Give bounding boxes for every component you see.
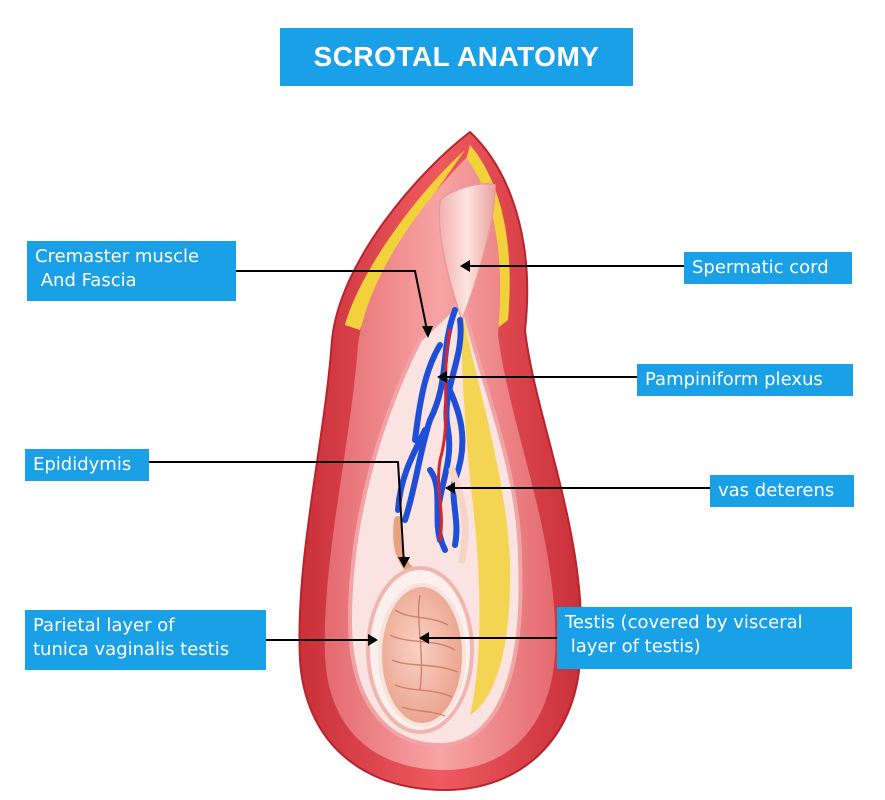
label-cremaster-muscle: Cremaster muscle And Fascia — [27, 241, 236, 301]
label-epididymis: Epididymis — [25, 449, 149, 481]
arrow-epididymis — [398, 557, 410, 568]
testis — [378, 583, 466, 727]
arrow-vas — [445, 482, 455, 494]
spermatic-cord — [438, 183, 496, 323]
leader-cremaster — [236, 270, 429, 336]
arrow-pampiniform — [437, 371, 447, 383]
testicular-artery — [437, 328, 452, 542]
leader-epididymis — [147, 461, 405, 566]
arrow-testis — [419, 632, 429, 644]
page-title: SCROTAL ANATOMY — [280, 28, 633, 86]
label-pampiniform-plexus: Pampiniform plexus — [637, 364, 853, 396]
fat-layer-left — [345, 150, 465, 330]
label-vas-deterens: vas deterens — [710, 475, 854, 507]
testis-lobules — [389, 594, 459, 717]
inner-fat-band — [461, 310, 511, 715]
label-spermatic-cord: Spermatic cord — [684, 252, 852, 284]
arrow-parietal — [368, 634, 378, 646]
leader-lines — [147, 265, 710, 641]
arrow-cremaster — [422, 326, 433, 338]
label-testis: Testis (covered by visceral layer of tes… — [557, 607, 852, 669]
epididymis — [393, 516, 414, 574]
vas-deferens — [448, 466, 469, 564]
label-parietal-layer: Parietal layer of tunica vaginalis testi… — [25, 610, 266, 670]
arrow-spermatic-cord — [460, 260, 470, 272]
leader-arrowheads — [368, 260, 470, 646]
